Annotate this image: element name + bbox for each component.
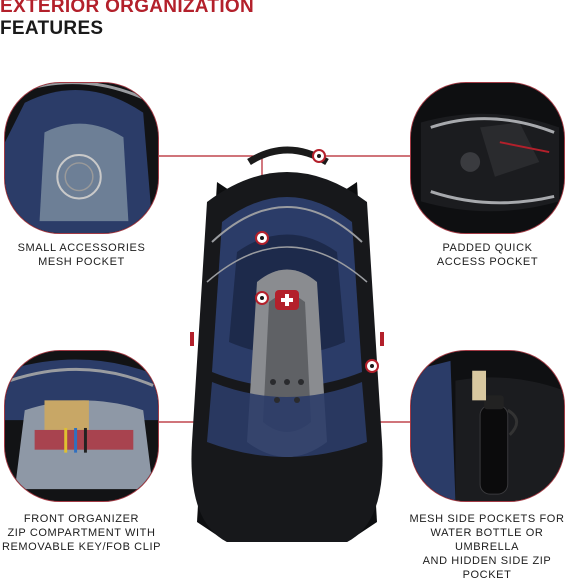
caption-padded-pocket: PADDED QUICK ACCESS POCKET <box>436 242 539 268</box>
title-line-2: FEATURES <box>0 18 104 39</box>
caption-front-organizer: FRONT ORGANIZER ZIP COMPARTMENT WITH REM… <box>1 513 162 553</box>
front-organizer-image <box>5 351 158 501</box>
side-pockets-image <box>411 351 564 501</box>
padded-pocket-image <box>411 83 564 233</box>
backpack-image <box>190 146 384 542</box>
accessories-pocket-image <box>5 83 158 233</box>
callout-side-pockets <box>410 350 565 502</box>
callout-accessories-pocket <box>4 82 159 234</box>
caption-accessories-pocket: SMALL ACCESSORIES MESH POCKET <box>17 242 146 268</box>
callout-front-organizer <box>4 350 159 502</box>
caption-side-pockets: MESH SIDE POCKETS FOR WATER BOTTLE OR UM… <box>409 513 565 581</box>
callout-padded-pocket <box>410 82 565 234</box>
title-line-1: EXTERIOR ORGANIZATION <box>0 0 255 17</box>
